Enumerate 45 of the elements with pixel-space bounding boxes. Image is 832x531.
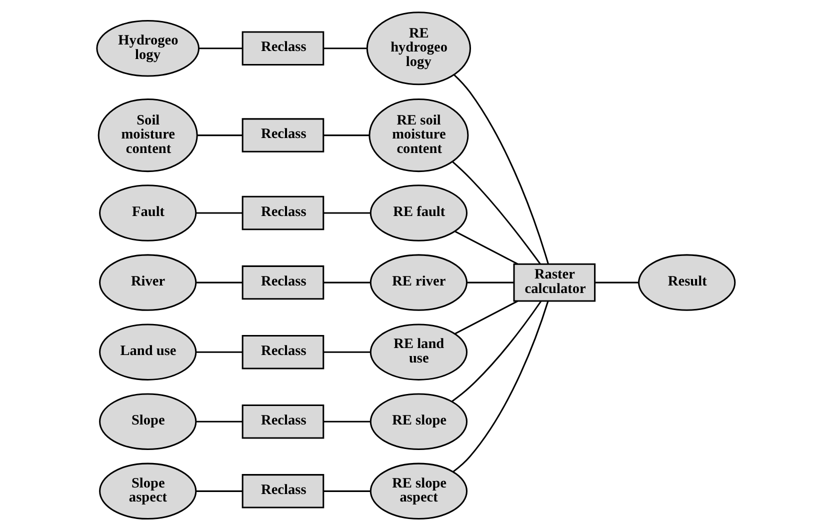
connector xyxy=(453,74,550,264)
connector xyxy=(196,282,242,284)
connector xyxy=(323,212,371,214)
connector xyxy=(452,161,541,264)
node-ellipse: Land use xyxy=(99,324,197,380)
connector xyxy=(196,420,242,422)
connector xyxy=(454,230,518,265)
node-ellipse: RE fault xyxy=(370,184,468,242)
node-box: Reclass xyxy=(242,265,324,300)
node-ellipse: RE slope aspect xyxy=(370,462,468,520)
node-ellipse: RE hydrogeo logy xyxy=(366,12,472,86)
node-ellipse: RE soil moisture content xyxy=(368,98,469,172)
connector xyxy=(466,282,514,284)
node-ellipse: Hydrogeo logy xyxy=(96,20,200,77)
connector xyxy=(197,134,243,136)
connector xyxy=(452,300,549,472)
connector xyxy=(198,48,243,50)
connector xyxy=(452,300,542,402)
node-box: Reclass xyxy=(242,404,324,439)
node-box: Reclass xyxy=(242,334,324,370)
connector xyxy=(323,134,370,136)
node-box: Reclass xyxy=(242,118,324,152)
node-ellipse: Result xyxy=(638,254,736,311)
node-box: Reclass xyxy=(242,474,324,508)
node-box: Raster calculator xyxy=(513,263,596,302)
connector xyxy=(196,490,242,492)
connector xyxy=(196,212,242,214)
connector xyxy=(594,282,639,284)
connector xyxy=(454,300,518,334)
node-ellipse: RE river xyxy=(370,254,468,311)
node-ellipse: Slope xyxy=(99,393,197,450)
connector xyxy=(323,420,371,422)
connector xyxy=(323,490,371,492)
node-ellipse: Slope aspect xyxy=(99,462,197,520)
node-ellipse: RE slope xyxy=(370,393,468,450)
node-ellipse: Fault xyxy=(99,184,197,242)
connector xyxy=(323,48,368,50)
connector xyxy=(196,351,242,353)
node-ellipse: RE land use xyxy=(370,324,468,380)
node-ellipse: Soil moisture content xyxy=(98,98,198,172)
connector xyxy=(323,351,371,353)
node-box: Reclass xyxy=(242,31,324,66)
connector xyxy=(323,282,371,284)
node-ellipse: River xyxy=(99,254,197,311)
node-box: Reclass xyxy=(242,196,324,230)
